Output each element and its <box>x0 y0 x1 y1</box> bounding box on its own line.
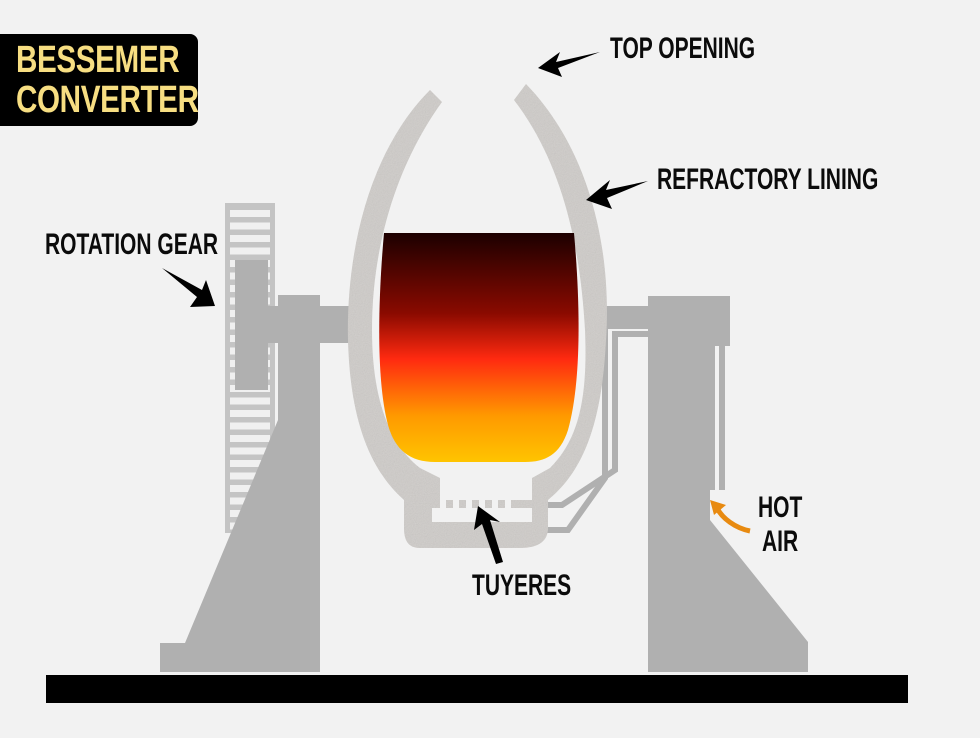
gear-tooth <box>230 397 270 405</box>
gear-tooth <box>230 235 270 242</box>
refractory-lining-arrow <box>586 180 648 209</box>
gear-tooth <box>230 247 270 255</box>
tuyeres-arrow <box>474 506 503 564</box>
label-tuyeres: TUYERES <box>472 569 572 602</box>
gear-tooth <box>230 460 270 467</box>
hot-air-arrowhead <box>710 500 726 515</box>
label-rotation-gear: ROTATION GEAR <box>45 228 219 261</box>
gear-tooth <box>230 435 270 442</box>
label-hot-air-1: HOT <box>758 491 803 524</box>
label-top-opening: TOP OPENING <box>610 32 756 65</box>
gear-tooth <box>230 422 270 430</box>
hot-air-arrow <box>714 506 751 534</box>
molten-metal <box>379 233 579 462</box>
ground-base <box>46 675 908 703</box>
gear-tooth <box>230 447 270 455</box>
top-opening-arrow <box>538 52 600 77</box>
title-badge: BESSEMER CONVERTER <box>0 34 199 126</box>
right-support-stand <box>600 296 808 672</box>
gear-tooth <box>230 410 270 417</box>
gear-tooth <box>230 222 270 230</box>
left-support-stand <box>160 295 350 672</box>
air-pipes <box>532 323 725 533</box>
rotation-gear-arrow <box>162 268 215 307</box>
title-line-2: CONVERTER <box>16 79 199 121</box>
gear-tooth <box>230 472 270 480</box>
title-line-1: BESSEMER <box>16 39 180 81</box>
label-hot-air-2: AIR <box>762 525 799 558</box>
label-refractory-lining: REFRACTORY LINING <box>657 163 879 196</box>
gear-tooth <box>230 210 270 217</box>
